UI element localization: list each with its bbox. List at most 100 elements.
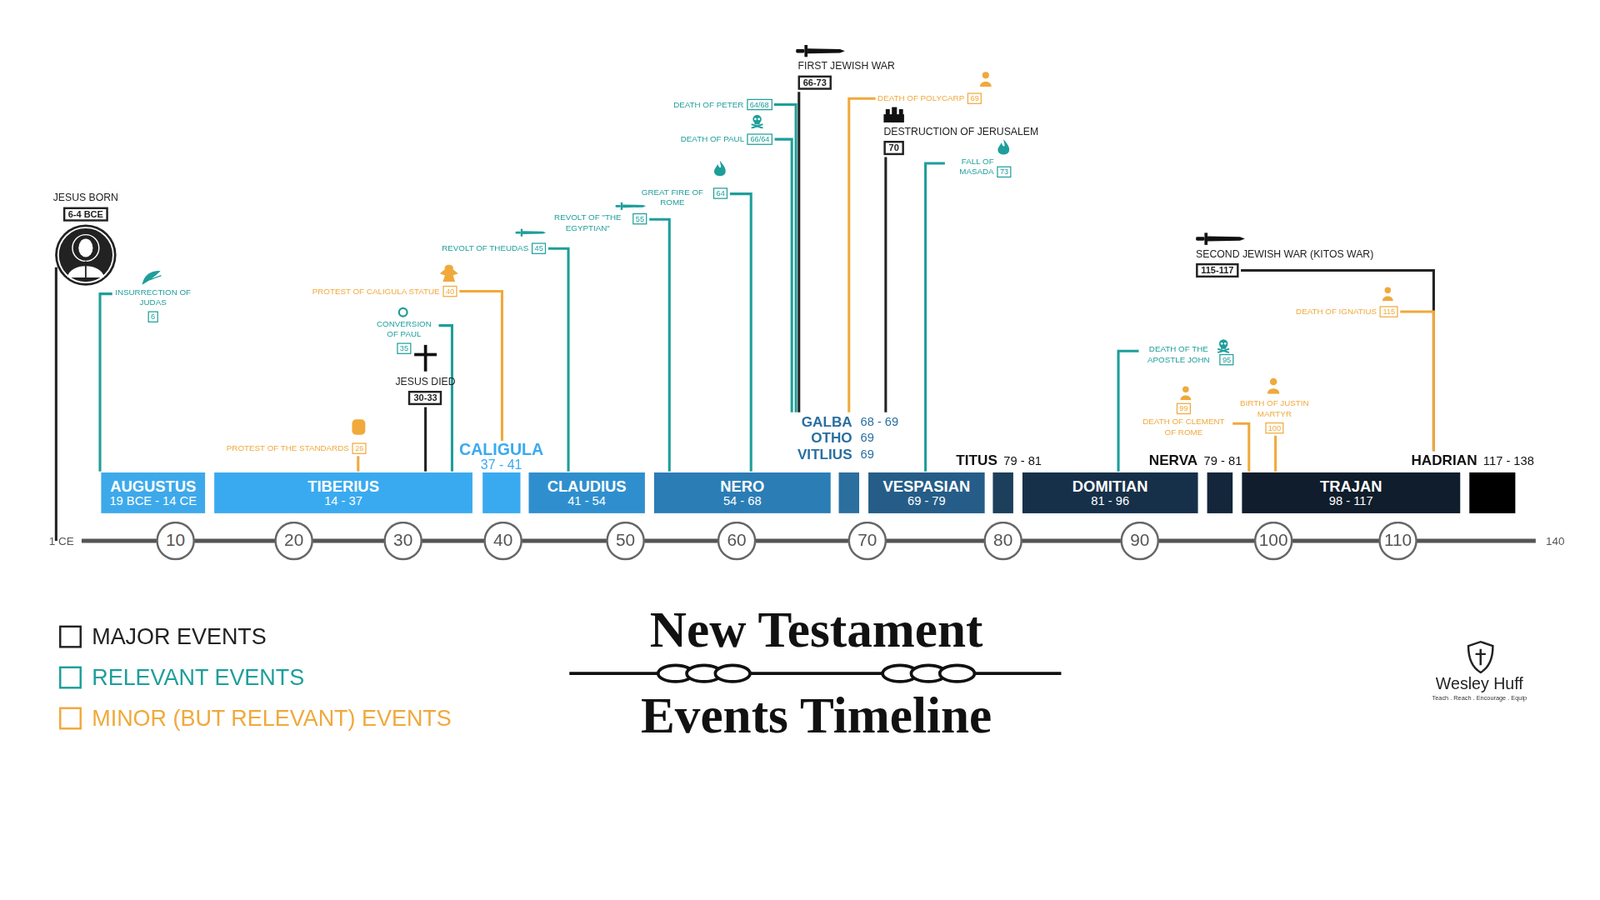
reign-bar: AUGUSTUS19 BCE - 14 CE [100, 472, 205, 514]
leader-connector [459, 291, 502, 441]
reign-bar: NERVA79 - 81 [1146, 451, 1242, 513]
reign-years: 14 - 37 [324, 495, 363, 509]
reign-bar-fill [1207, 472, 1234, 514]
reign-years: 69 [860, 445, 899, 463]
legend-swatch [59, 666, 82, 690]
title-ornament [569, 665, 1061, 682]
leader-connector [1118, 350, 1139, 471]
reign-bar-fill [992, 472, 1013, 514]
event-name: PROTEST OF THE STANDARDS [226, 443, 350, 454]
leader-connector [849, 98, 876, 413]
emperor-heading: TITUS79 - 81 [954, 451, 1042, 470]
year-tick: 40 [483, 521, 523, 561]
event-node: DEATH OF IGNATIUS115 [1295, 305, 1399, 317]
year-box: 35 [396, 342, 412, 354]
event-node: GREAT FIRE OF ROME64 [635, 187, 729, 208]
flame-icon [714, 160, 726, 177]
emperor-name: HADRIAN [1410, 451, 1477, 469]
emperor-name: OTHO [810, 430, 853, 447]
event-name: JESUS BORN [53, 191, 119, 205]
event-node: JESUS BORN 6-4 BCE [53, 191, 119, 222]
year-tick: 30 [383, 521, 423, 561]
leader-connector [548, 248, 569, 472]
event-node: DEATH OF CLEMENT OF ROME99 [1136, 403, 1231, 439]
emperor-name: VESPASIAN [882, 477, 970, 495]
emperor-name: GALBA [801, 413, 853, 430]
year-box: 99 [1176, 403, 1192, 415]
logo-shield [1468, 641, 1493, 673]
year-box: 64 [713, 187, 729, 199]
sword-icon [795, 45, 845, 58]
year-tick: 110 [1378, 521, 1418, 561]
legend-row: RELEVANT EVENTS [59, 657, 452, 699]
emperor-name: CALIGULA [459, 441, 544, 459]
event-name: PROTEST OF CALIGULA STATUE [312, 285, 440, 296]
tick-number: 100 [1259, 530, 1289, 551]
event-node: BIRTH OF JUSTIN MARTYR100 [1232, 399, 1316, 435]
event-name: DEATH OF PAUL [680, 134, 745, 145]
leader-connector [424, 407, 427, 472]
flame-icon [997, 139, 1010, 155]
text-label: 1 CE [49, 535, 75, 548]
tick-number: 90 [1130, 530, 1150, 551]
leader-connector [925, 163, 945, 472]
reign-years: 117 - 138 [1483, 453, 1535, 470]
event-node: DEATH OF PETER64/68 [673, 99, 772, 110]
legend: MAJOR EVENTSRELEVANT EVENTSMINOR (BUT RE… [59, 616, 452, 740]
year-box: 6-4 BCE [63, 207, 110, 222]
emperor-heading: CALIGULA37 - 41 [459, 441, 544, 473]
event-name: DEATH OF POLYCARP [877, 93, 965, 104]
year-box: 69 [967, 92, 983, 104]
leader-connector [884, 157, 887, 413]
skull-icon [1217, 339, 1230, 354]
tick-number: 70 [857, 530, 877, 551]
leader-connector [100, 294, 113, 472]
reign-years: 41 - 54 [567, 495, 606, 509]
reign-years: 79 - 81 [1204, 453, 1243, 470]
reign-bar: TRAJAN98 - 117 [1241, 472, 1460, 514]
year-box: 26 [351, 442, 367, 454]
emperor-name: TITUS [955, 451, 998, 469]
skull-icon [750, 115, 764, 130]
year-box: 115 [1380, 305, 1399, 317]
sword-icon [1195, 232, 1245, 245]
reign-years: 98 - 117 [1329, 495, 1374, 509]
reign-bar-fill [839, 472, 860, 514]
year-tick: 60 [717, 521, 757, 561]
event-node: PROTEST OF THE STANDARDS26 [226, 442, 367, 454]
reign-years: 81 - 96 [1090, 495, 1130, 509]
year-box: 45 [531, 242, 547, 254]
event-name: GREAT FIRE OF ROME [635, 187, 711, 208]
tick-number: 60 [726, 530, 746, 551]
event-node: PROTEST OF CALIGULA STATUE40 [312, 285, 458, 297]
sword-icon [515, 229, 546, 237]
event-name: FIRST JEWISH WAR [798, 60, 895, 73]
fist-icon [351, 419, 365, 435]
person-icon [980, 71, 992, 87]
event-name: SECOND JEWISH WAR (KITOS WAR) [1195, 248, 1374, 261]
emperor-name: TIBERIUS [307, 477, 380, 495]
event-node: DESTRUCTION OF JERUSALEM70 [883, 125, 1039, 156]
emperor-heading: NERVA79 - 81 [1146, 451, 1242, 470]
year-box: 64/68 [746, 99, 772, 110]
year-box: 95 [1219, 354, 1235, 365]
tick-number: 50 [615, 530, 635, 551]
year-box: 70 [883, 140, 905, 155]
event-node: DEATH OF PAUL66/64 [680, 133, 773, 145]
event-node: CONVERSION OF PAUL35 [371, 319, 437, 355]
tick-number: 30 [393, 530, 413, 551]
event-node: DEATH OF THE APOSTLE JOHN95 [1140, 345, 1235, 365]
jesus-portrait [55, 224, 116, 285]
legend-swatch [59, 625, 82, 649]
cross-icon [414, 345, 437, 372]
event-name: REVOLT OF THEUDAS [441, 243, 529, 254]
reign-years: 69 - 79 [907, 495, 946, 509]
emperor-heading: GALBA68 - 69OTHO69VITLIUS69 [797, 413, 899, 463]
legend-text: RELEVANT EVENTS [91, 664, 305, 691]
leader-connector [797, 91, 800, 412]
event-name: DEATH OF PETER [673, 99, 744, 110]
reign-years: 69 [860, 430, 899, 447]
tick-number: 20 [284, 530, 304, 551]
reign-bar: NERO54 - 68 [654, 472, 831, 514]
event-name: INSURRECTION OF JUDAS [114, 287, 192, 308]
